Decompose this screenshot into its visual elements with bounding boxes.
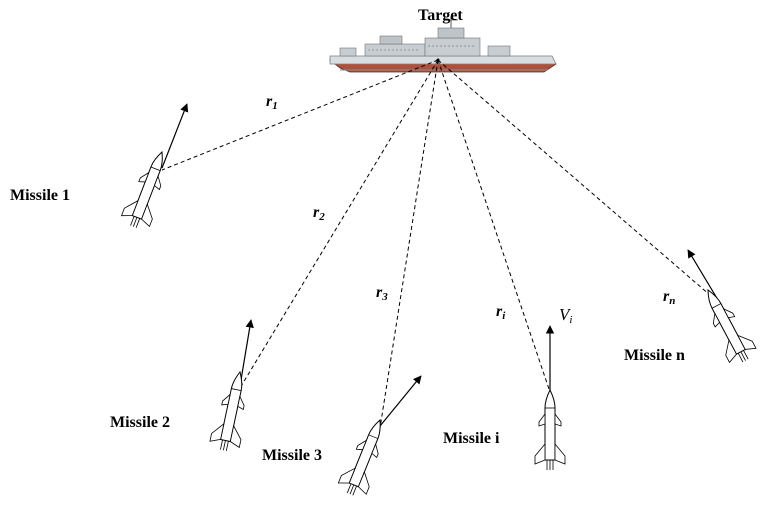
missile-i-label: Missile i [443,430,500,447]
missile-1-label: Missile 1 [10,187,70,204]
range-label-1: r1 [266,93,278,112]
missile-1 [118,103,189,233]
velocity-arrow-n [687,249,719,301]
missile-i [534,325,566,471]
range-label-3: r3 [376,284,388,303]
range-label-2: r2 [313,204,325,223]
range-line-i [437,59,551,393]
velocity-arrow-1 [161,103,189,169]
velocity-label-i: Vi [559,305,572,326]
missile-3-label: Missile 3 [262,447,322,464]
missile-n-label: Missile n [624,347,685,364]
range-label-n: rn [663,288,675,307]
velocity-arrow-3 [379,375,422,427]
missile-n [687,249,760,369]
range-line-2 [239,59,439,389]
missile-2 [208,319,256,454]
velocity-arrow-2 [239,319,254,387]
range-label-i: ri [496,303,506,322]
missile-3 [335,375,422,501]
missile-2-label: Missile 2 [110,414,170,431]
target-ship [328,16,557,73]
range-line-n [437,59,719,303]
target-label: Target [418,7,463,24]
range-lines [161,59,719,429]
range-line-1 [161,59,439,171]
range-line-3 [379,59,439,429]
